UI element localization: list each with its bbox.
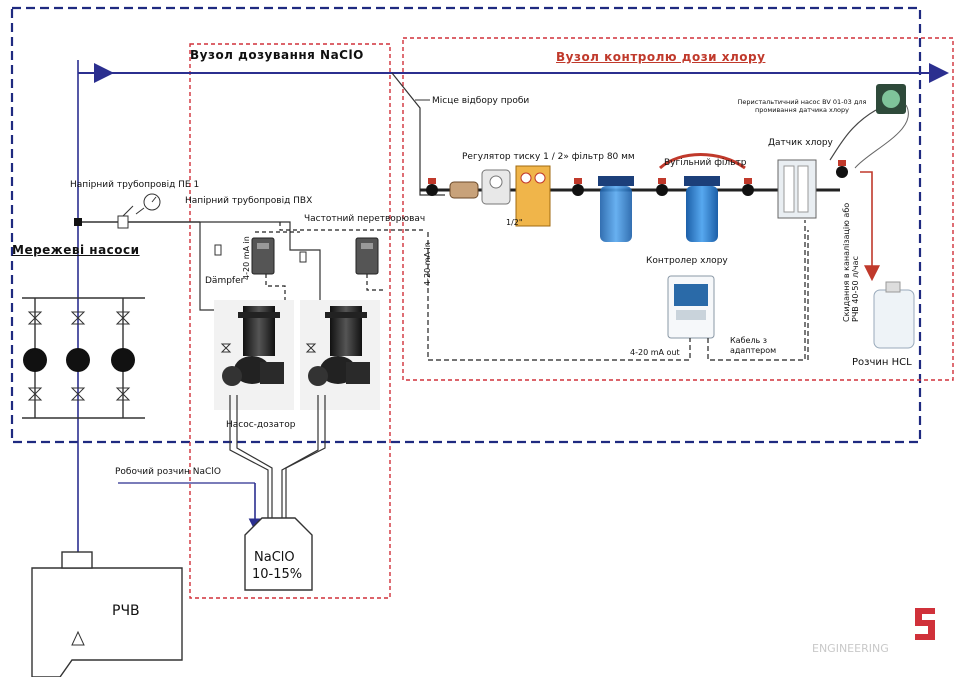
cartridge-filter-icon bbox=[598, 176, 634, 242]
signal-in-2-label: 4-20 mA in bbox=[423, 242, 432, 286]
network-frame bbox=[10, 6, 922, 444]
damper-label: Dämpfer bbox=[205, 276, 245, 286]
peristaltic-pump-label: Перистальтичний насос BV 01-03 для проми… bbox=[737, 98, 867, 114]
tank-concentration-label: 10-15% bbox=[252, 567, 303, 582]
pressure-regulator-label: Регулятор тиску 1 / 2» фільтр 80 мм bbox=[462, 152, 635, 162]
sampling-point-label: Місце відбору проби bbox=[432, 96, 530, 106]
control-unit-frame bbox=[402, 37, 954, 381]
chlorine-sensor-label: Датчик хлору bbox=[768, 138, 833, 148]
dosing-pump-label: Насос-дозатор bbox=[226, 420, 296, 430]
control-unit-title: Вузол контролю дози хлору bbox=[556, 50, 766, 64]
ball-valve-1 bbox=[426, 178, 438, 196]
logo-text: ENGINEERING bbox=[812, 642, 889, 655]
tank-name-label: NaClO bbox=[254, 550, 295, 565]
hand-valve bbox=[449, 181, 479, 199]
pressure-regulator-valve bbox=[117, 193, 161, 229]
network-pumps-label: Мережеві насоси bbox=[12, 243, 140, 257]
network-pump-3 bbox=[111, 298, 135, 418]
ball-valve-5 bbox=[836, 160, 848, 178]
pressure-pipe-pe-label: Напірний трубопровід ПЕ 1 bbox=[70, 180, 200, 190]
dosing-unit-title: Вузол дозування NaClO bbox=[190, 48, 364, 62]
carbon-filter-icon bbox=[658, 153, 746, 242]
frequency-converter-2 bbox=[355, 237, 379, 275]
drain-arrow bbox=[860, 171, 880, 282]
dosing-pump-1 bbox=[214, 300, 294, 410]
signal-in-1-label: 4-20 mA in bbox=[242, 236, 251, 280]
pressure-pipe-pvc-label: Напірний трубопровід ПВХ bbox=[185, 196, 313, 206]
frequency-converter-label: Частотний перетворювач bbox=[304, 214, 426, 224]
water-meter bbox=[481, 169, 511, 205]
engineering-logo-icon bbox=[915, 608, 935, 640]
drain-label: Скидання в каналізацію або РЧВ 40-50 л/ч… bbox=[842, 202, 860, 322]
ball-valve-3 bbox=[656, 178, 668, 196]
frequency-converter-1 bbox=[251, 237, 275, 275]
hcl-canister-icon bbox=[873, 281, 915, 349]
chlorine-controller-label: Контролер хлору bbox=[646, 256, 728, 266]
naclo-tank bbox=[244, 517, 313, 591]
pressure-regulator-filter bbox=[515, 165, 551, 227]
reservoir-label: РЧВ bbox=[112, 603, 140, 619]
network-pump-2 bbox=[66, 311, 90, 401]
peristaltic-pump bbox=[829, 84, 909, 169]
cable-adapter-label: Кабель з адаптером bbox=[730, 336, 777, 355]
ball-valve-4 bbox=[742, 178, 754, 196]
working-solution-label: Робочий розчин NaClO bbox=[115, 467, 221, 477]
chlorine-controller-icon bbox=[667, 275, 715, 339]
carbon-filter-label: Вугільний фільтр bbox=[664, 158, 747, 168]
signal-out-label: 4-20 mA out bbox=[630, 348, 680, 357]
hcl-solution-label: Розчин HCL bbox=[852, 357, 912, 368]
half-inch-label: 1/2" bbox=[506, 218, 523, 227]
chlorine-sensor-cell bbox=[777, 159, 817, 219]
network-pump-1 bbox=[23, 298, 47, 418]
reservoir-tank bbox=[31, 551, 183, 677]
ball-valve-2 bbox=[572, 178, 584, 196]
dosing-pump-2 bbox=[300, 300, 380, 410]
dosing-unit-frame bbox=[189, 43, 391, 599]
